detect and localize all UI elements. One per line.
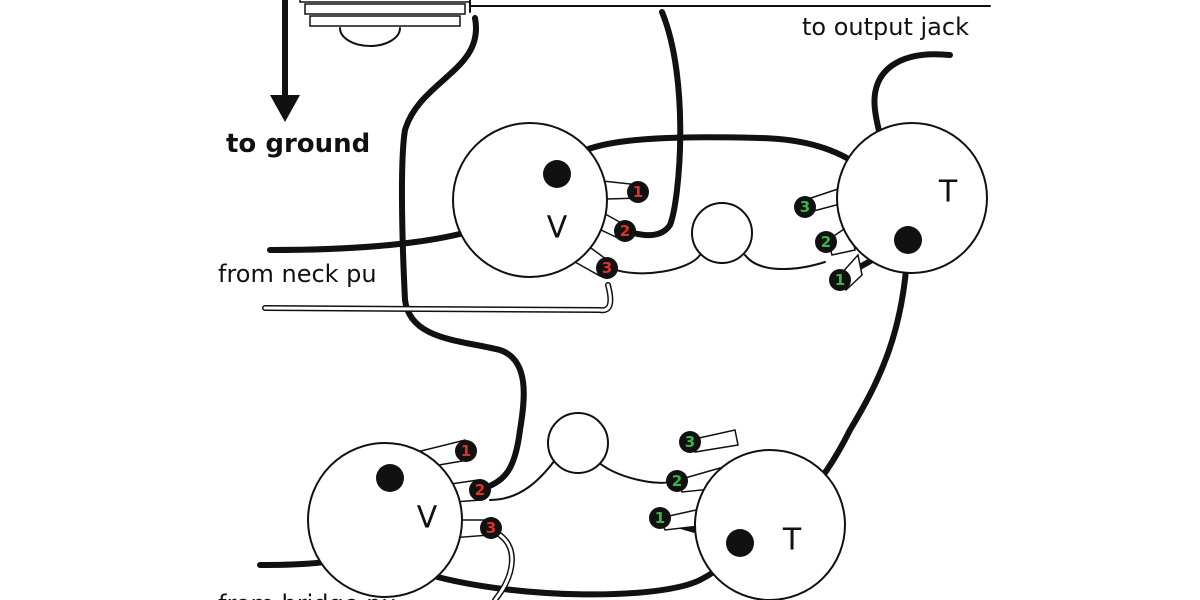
bridge-tone-junction [726, 529, 754, 557]
bridge-tone-lug-3: 3 [679, 431, 701, 453]
svg-text:3: 3 [486, 519, 496, 537]
svg-text:1: 1 [633, 183, 643, 201]
bridge-volume-lug-2: 2 [469, 479, 491, 501]
bridge-tone-pot: T [658, 429, 846, 600]
bridge-tone-capacitor [547, 412, 609, 474]
cap-wires [489, 254, 826, 501]
bridge-volume-lug-3: 3 [480, 517, 502, 539]
neck-volume-label: V [547, 211, 568, 246]
bridge-pickup-caption: from bridge pu [218, 590, 397, 600]
svg-text:2: 2 [475, 481, 485, 499]
bridge-tone-lug-1: 1 [649, 507, 671, 529]
svg-text:1: 1 [461, 442, 471, 460]
neck-tone-label: T [938, 175, 958, 210]
bridge-volume-label: V [417, 501, 438, 536]
neck-tone-lug-1: 1 [829, 269, 851, 291]
bridge-tone-label: T [782, 523, 802, 558]
svg-text:2: 2 [821, 233, 831, 251]
neck-volume-lug-2: 2 [614, 220, 636, 242]
neck-tone-junction [894, 226, 922, 254]
neck-volume-wiper-junction [543, 160, 571, 188]
neck-volume-lug-1: 1 [627, 181, 649, 203]
output-jack-caption: to output jack [802, 13, 969, 41]
ground-caption: to ground [226, 129, 370, 159]
svg-text:3: 3 [800, 198, 810, 216]
neck-tone-lug-3: 3 [794, 196, 816, 218]
svg-text:1: 1 [655, 509, 665, 527]
svg-text:2: 2 [672, 472, 682, 490]
bridge-tone-lug-2: 2 [666, 470, 688, 492]
bridge-volume-lug-1: 1 [455, 440, 477, 462]
neck-tone-lug-2: 2 [815, 231, 837, 253]
neck-tone-capacitor [691, 202, 753, 264]
ground-arrow [270, 0, 300, 122]
white-wires [262, 282, 614, 600]
svg-text:3: 3 [685, 433, 695, 451]
svg-text:1: 1 [835, 271, 845, 289]
bridge-volume-wiper-junction [376, 464, 404, 492]
neck-tone-pot: T [803, 122, 988, 292]
neck-pickup-caption: from neck pu [218, 260, 377, 288]
svg-text:3: 3 [602, 259, 612, 277]
neck-volume-pot: V [452, 122, 641, 278]
neck-volume-lug-3: 3 [596, 257, 618, 279]
toggle-switch [299, 0, 471, 47]
svg-text:2: 2 [620, 222, 630, 240]
bridge-volume-pot: V [307, 439, 491, 598]
